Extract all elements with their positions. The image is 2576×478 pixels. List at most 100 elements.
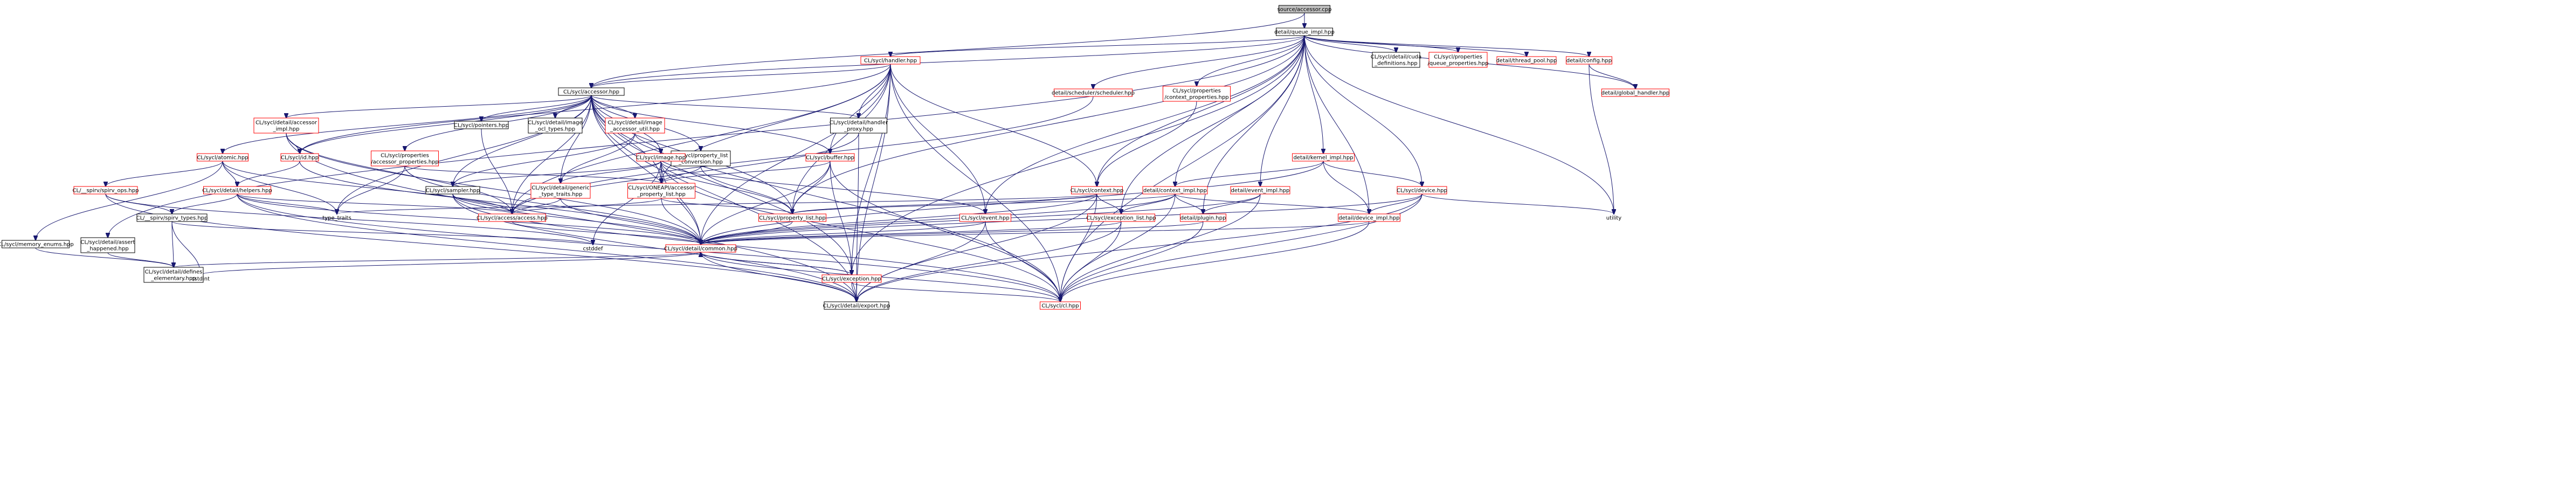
node-sampler[interactable]: CL/sycl/sampler.hpp	[425, 186, 480, 195]
node-img_ocl_types[interactable]: CL/sycl/detail/image_ocl_types.hpp	[528, 117, 583, 134]
node-handler[interactable]: CL/sycl/handler.hpp	[860, 56, 921, 65]
node-ctx_props[interactable]: CL/sycl/properties/context_properties.hp…	[1163, 86, 1231, 102]
edge-context_impl-to-property_list	[792, 193, 1176, 214]
node-export[interactable]: CL/sycl/detail/export.hpp	[823, 301, 890, 310]
edge-acc_props-to-type_traits	[337, 165, 405, 214]
node-config[interactable]: detail/config.hpp	[1566, 56, 1612, 65]
node-acc_impl[interactable]: CL/sycl/detail/accessor_impl.hpp	[253, 117, 319, 134]
node-spirv_types[interactable]: CL/__spirv/spirv_types.hpp	[136, 213, 208, 222]
node-thread_pool[interactable]: detail/thread_pool.hpp	[1496, 56, 1557, 65]
node-handler_proxy[interactable]: CL/sycl/detail/handler_proxy.hpp	[830, 117, 888, 134]
edge-accessor-to-acc_impl	[286, 95, 592, 118]
node-event_impl[interactable]: detail/event_impl.hpp	[1230, 186, 1290, 195]
node-label-scheduler: detail/scheduler/scheduler.hpp	[1052, 91, 1135, 96]
edge-device-to-device_impl	[1369, 193, 1422, 214]
node-root[interactable]: source/accessor.cpp	[1277, 5, 1332, 13]
edge-config-to-utility	[1589, 64, 1614, 214]
node-defines_elem[interactable]: CL/sycl/detail/defines_elementary.hpp	[143, 267, 204, 283]
node-pointers[interactable]: CL/sycl/pointers.hpp	[454, 121, 509, 129]
node-label-queue_props: /queue_properties.hpp	[1428, 61, 1489, 67]
edge-handler-to-accessor	[591, 64, 891, 88]
node-image[interactable]: CL/sycl/image.hpp	[636, 153, 686, 162]
edge-context-to-type_traits	[337, 193, 1097, 214]
node-label-kernel_impl: detail/kernel_impl.hpp	[1293, 155, 1353, 161]
node-global_handler[interactable]: detail/global_handler.hpp	[1601, 88, 1669, 97]
edge-property_list-to-common	[701, 221, 793, 245]
edge-accessor-to-buffer	[591, 95, 830, 154]
node-generic_type[interactable]: CL/sycl/detail/generic_type_traits.hpp	[530, 183, 591, 199]
node-label-assert_happened: _happened.hpp	[86, 246, 128, 252]
edge-common-to-export	[700, 252, 857, 302]
edge-exc_list-to-export	[857, 221, 1122, 302]
node-label-img_acc_util: _accessor_util.hpp	[610, 127, 660, 133]
edge-context-to-common	[701, 193, 1097, 245]
node-exc_list[interactable]: CL/sycl/exception_list.hpp	[1086, 213, 1156, 222]
edge-spirv_types-to-defines_elem	[172, 221, 174, 267]
node-box-acc_impl	[253, 117, 319, 134]
node-label-image: CL/sycl/image.hpp	[636, 155, 686, 161]
edge-queue_impl-to-device_impl	[1304, 35, 1369, 214]
node-label-img_acc_util: CL/sycl/detail/image	[607, 120, 662, 126]
node-label-id: CL/sycl/id.hpp	[281, 155, 319, 161]
node-exception[interactable]: CL/sycl/exception.hpp	[821, 274, 882, 283]
node-label-cl: CL/sycl/cl.hpp	[1041, 303, 1079, 309]
node-acc_props[interactable]: CL/sycl/properties/accessor_properties.h…	[371, 150, 439, 167]
node-cuda_def[interactable]: CL/sycl/detail/cuda_definitions.hpp	[1371, 52, 1421, 68]
node-device[interactable]: CL/sycl/device.hpp	[1397, 186, 1447, 195]
node-property_list[interactable]: CL/sycl/property_list.hpp	[758, 213, 826, 222]
edge-buffer-to-exception	[830, 161, 852, 275]
node-oneapi_acc_props[interactable]: CL/sycl/ONEAPI/accessor_property_list.hp…	[627, 183, 695, 199]
node-label-exception: CL/sycl/exception.hpp	[822, 276, 881, 282]
node-box-image	[636, 153, 686, 162]
node-context[interactable]: CL/sycl/context.hpp	[1071, 186, 1124, 195]
edge-accessor-to-generic_type	[561, 95, 592, 183]
edge-id-to-common	[299, 161, 701, 245]
edge-handler-to-export	[857, 64, 891, 302]
node-helpers[interactable]: CL/sycl/detail/helpers.hpp	[202, 186, 272, 195]
edge-helpers-to-cl	[237, 193, 1060, 302]
edge-queue_impl-to-cl	[1060, 35, 1305, 302]
node-event[interactable]: CL/sycl/event.hpp	[959, 213, 1011, 222]
node-id[interactable]: CL/sycl/id.hpp	[280, 153, 319, 162]
node-queue_impl[interactable]: detail/queue_impl.hpp	[1274, 27, 1335, 36]
node-scheduler[interactable]: detail/scheduler/scheduler.hpp	[1052, 88, 1135, 97]
node-box-spirv_types	[136, 213, 208, 222]
node-label-event: CL/sycl/event.hpp	[961, 216, 1009, 221]
node-label-oneapi_acc_props: _property_list.hpp	[637, 192, 686, 198]
node-common[interactable]: CL/sycl/detail/common.hpp	[664, 244, 737, 253]
edge-access-to-common	[512, 221, 701, 245]
node-label-cstddef: cstddef	[583, 246, 603, 252]
node-box-property_list	[758, 213, 826, 222]
node-box-atomic	[197, 153, 248, 162]
node-cl[interactable]: CL/sycl/cl.hpp	[1040, 301, 1081, 310]
node-box-cuda_def	[1372, 52, 1420, 68]
node-box-oneapi_acc_props	[627, 183, 695, 199]
edge-queue_impl-to-scheduler	[1093, 35, 1305, 89]
node-buffer[interactable]: CL/sycl/buffer.hpp	[805, 153, 855, 162]
node-label-img_ocl_types: _ocl_types.hpp	[535, 127, 575, 133]
node-kernel_impl[interactable]: detail/kernel_impl.hpp	[1292, 153, 1355, 162]
node-type_traits: type_traits	[322, 216, 351, 221]
node-device_impl[interactable]: detail/device_impl.hpp	[1338, 213, 1400, 222]
node-accessor[interactable]: CL/sycl/accessor.hpp	[558, 87, 625, 96]
node-atomic[interactable]: CL/sycl/atomic.hpp	[197, 153, 248, 162]
node-access[interactable]: CL/sycl/access/access.hpp	[476, 213, 548, 222]
node-queue_props[interactable]: CL/sycl/properties/queue_properties.hpp	[1428, 52, 1489, 68]
node-plugin[interactable]: detail/plugin.hpp	[1180, 213, 1226, 222]
node-label-img_ocl_types: CL/sycl/detail/image	[528, 120, 582, 126]
node-context_impl[interactable]: detail/context_impl.hpp	[1142, 186, 1208, 195]
edge-accessor-to-img_acc_util	[591, 95, 635, 118]
node-img_acc_util[interactable]: CL/sycl/detail/image_accessor_util.hpp	[605, 117, 665, 134]
node-label-export: CL/sycl/detail/export.hpp	[823, 303, 890, 309]
node-label-sampler: CL/sycl/sampler.hpp	[426, 188, 480, 194]
node-box-accessor	[558, 87, 625, 96]
node-box-device_impl	[1338, 213, 1400, 222]
edge-queue_impl-to-kernel_impl	[1304, 35, 1323, 154]
node-assert_happened[interactable]: CL/sycl/detail/assert_happened.hpp	[80, 237, 135, 253]
node-memory_enums[interactable]: CL/sycl/memory_enums.hpp	[0, 240, 74, 248]
edge-spirv_ops-to-export	[105, 193, 857, 302]
node-spirv_ops[interactable]: CL/__spirv/spirv_ops.hpp	[73, 186, 139, 195]
edge-img_acc_util-to-sampler	[453, 133, 636, 186]
edge-queue_impl-to-ctx_props	[1197, 35, 1305, 86]
